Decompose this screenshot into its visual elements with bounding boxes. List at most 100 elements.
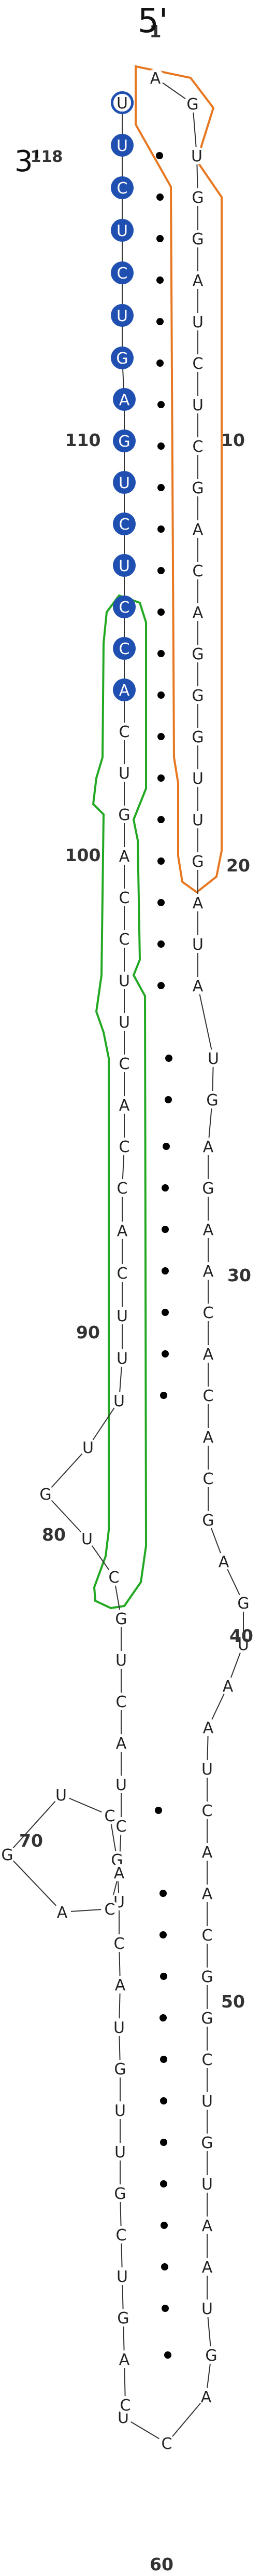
- base-pair-dot: [157, 899, 165, 906]
- nucleotide-backdrop: [115, 764, 133, 782]
- nucleotide-letter: G: [192, 230, 204, 248]
- nucleotide-backdrop: [198, 1802, 216, 1819]
- left-arm-nucleotide-15: C: [101, 1807, 119, 1825]
- nucleotide-letter: A: [150, 70, 161, 88]
- position-number-60: 60: [150, 2554, 173, 2574]
- highlight-circle: [113, 388, 136, 411]
- nucleotide-backdrop: [204, 1091, 221, 1109]
- left-arm-nucleotide-10: U: [110, 2018, 128, 2037]
- highlight-circle: [111, 134, 134, 157]
- base-pair-dot: [156, 318, 164, 325]
- right-arm-nucleotide-10: C: [189, 437, 207, 456]
- nucleotide-backdrop: [79, 1438, 97, 1456]
- nucleotide-backdrop: [198, 2009, 216, 2027]
- left-arm-nucleotide-17: G: [0, 1846, 16, 1864]
- right-arm-nucleotide-4: G: [189, 188, 207, 207]
- nucleotide-letter: C: [116, 2226, 127, 2245]
- nucleotide-backdrop: [189, 562, 207, 579]
- right-arm-nucleotide-40: A: [199, 1719, 217, 1737]
- base-pair-dot: [160, 1890, 167, 1897]
- base-pair-dot: [157, 940, 165, 948]
- nucleotide-backdrop: [188, 147, 206, 164]
- nucleotide-letter: A: [193, 977, 204, 995]
- nucleotide-letter: G: [118, 806, 130, 824]
- base-pair-dot: [162, 1184, 169, 1192]
- right-arm-nucleotide-33: A: [199, 1428, 217, 1447]
- nucleotide-letter: G: [117, 2309, 129, 2328]
- nucleotide-letter: C: [119, 1055, 130, 1073]
- nucleotide-letter: A: [119, 682, 130, 700]
- nucleotide-letter: U: [201, 1761, 213, 1779]
- nucleotide-backdrop: [235, 1594, 252, 1612]
- nucleotide-backdrop: [198, 2092, 216, 2110]
- right-arm-nucleotide-11: G: [189, 479, 207, 497]
- right-arm-nucleotide-44: A: [198, 1885, 216, 1903]
- nucleotide-letter: G: [192, 479, 204, 497]
- nucleotide-letter: G: [202, 1512, 214, 1530]
- right-arm-nucleotide-39: A: [219, 1677, 237, 1696]
- nucleotide-letter: A: [114, 1864, 125, 1882]
- three-prime-label: 3': [15, 145, 41, 178]
- nucleotide-letter: G: [114, 2060, 126, 2079]
- left-arm-nucleotide-2: A: [115, 2350, 133, 2369]
- right-arm-nucleotide-31: A: [199, 1345, 217, 1364]
- left-arm-nucleotide-68: U: [113, 94, 131, 113]
- nucleotide-letter: C: [202, 1802, 213, 1820]
- nucleotide-letter: G: [116, 350, 128, 368]
- base-pair-dot: [156, 152, 163, 159]
- nucleotide-backdrop: [111, 1976, 129, 1993]
- nucleotide-backdrop: [112, 1651, 130, 1669]
- left-arm-nucleotide-35: A: [113, 1222, 131, 1240]
- nucleotide-backdrop: [198, 2175, 216, 2193]
- right-arm-nucleotide-2: G: [184, 95, 201, 114]
- right-arm-nucleotide-52: A: [198, 2217, 216, 2235]
- right-arm-nucleotide-14: A: [189, 603, 207, 622]
- nucleotide-backdrop: [110, 1392, 128, 1409]
- backbone-segment: [123, 77, 244, 2444]
- right-arm-nucleotide-46: G: [198, 1968, 216, 1986]
- nucleotide-letter: A: [202, 2217, 213, 2235]
- nucleotide-letter: A: [203, 1263, 214, 1281]
- nucleotide-backdrop: [189, 230, 207, 247]
- left-arm-nucleotide-12: C: [110, 1934, 128, 1953]
- left-arm-nucleotide-56: G: [111, 347, 134, 369]
- nucleotide-backdrop: [147, 69, 164, 87]
- nucleotide-backdrop: [111, 2143, 129, 2160]
- nucleotide-letter: A: [202, 1885, 213, 1903]
- nucleotide-backdrop: [189, 188, 207, 206]
- highlight-circle: [113, 471, 136, 494]
- left-arm-nucleotide-28: U: [78, 1530, 96, 1548]
- nucleotide-backdrop: [113, 1307, 131, 1324]
- nucleotide-backdrop: [113, 1222, 131, 1239]
- nucleotide-backdrop: [198, 2217, 216, 2234]
- position-number-100: 100: [65, 845, 101, 865]
- left-arm-nucleotide-3: G: [114, 2309, 132, 2328]
- nucleotide-backdrop: [189, 728, 207, 745]
- nucleotide-letter: U: [192, 936, 204, 954]
- nucleotide-letter: U: [191, 147, 202, 165]
- nucleotide-letter: A: [202, 1844, 213, 1862]
- right-arm-nucleotide-29: A: [199, 1262, 217, 1281]
- left-arm-nucleotide-61: U: [111, 134, 134, 157]
- nucleotide-backdrop: [52, 1786, 70, 1804]
- base-pair-dot: [160, 2097, 167, 2104]
- base-pair-dot: [156, 276, 164, 284]
- nucleotide-letter: U: [119, 972, 130, 990]
- nucleotide-letter: U: [117, 1350, 128, 1368]
- nucleotide-letter: G: [192, 189, 204, 207]
- nucleotide-backdrop: [111, 2184, 129, 2202]
- nucleotide-backdrop: [235, 1636, 252, 1653]
- nucleotide-backdrop: [113, 1179, 131, 1197]
- nucleotide-backdrop: [184, 95, 201, 113]
- nucleotide-backdrop: [112, 1734, 130, 1752]
- left-arm-nucleotide-4: U: [113, 2267, 131, 2286]
- highlight-circle: [113, 430, 136, 452]
- nucleotide-backdrop: [189, 852, 207, 870]
- nucleotide-letter: G: [202, 1180, 214, 1198]
- nucleotide-backdrop: [110, 2018, 128, 2036]
- right-arm-nucleotide-8: C: [189, 354, 207, 373]
- right-arm-nucleotide-13: C: [189, 562, 207, 580]
- left-arm-nucleotide-5: C: [112, 2226, 130, 2245]
- nucleotide-letter: G: [205, 2347, 217, 2365]
- left-arm-nucleotide-41: U: [115, 972, 133, 990]
